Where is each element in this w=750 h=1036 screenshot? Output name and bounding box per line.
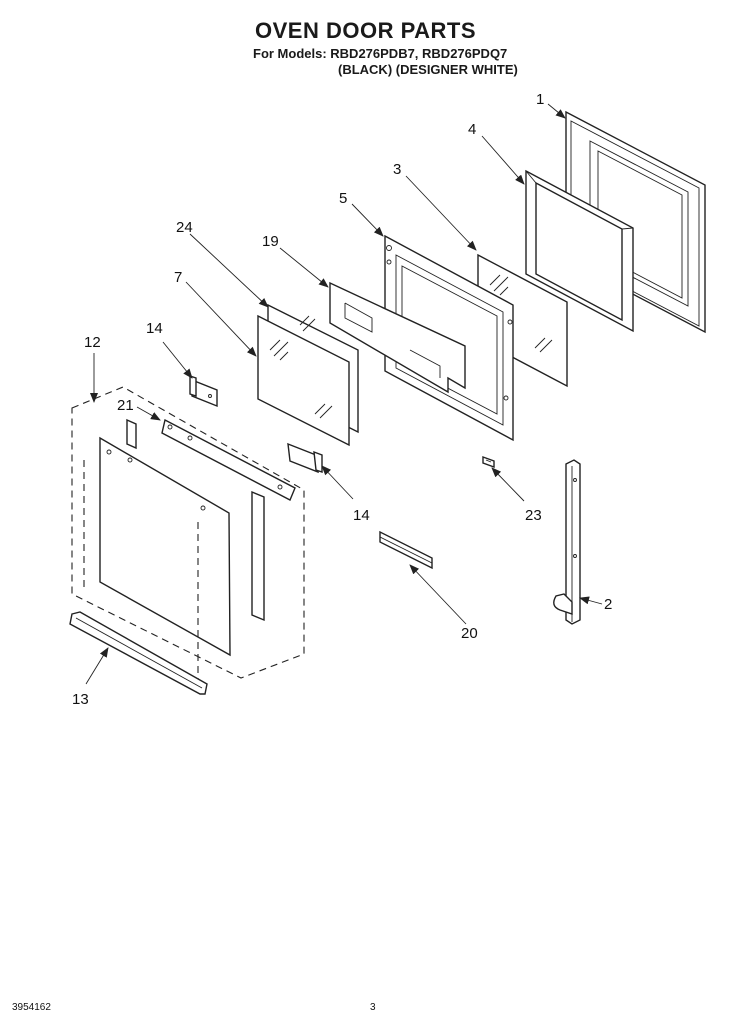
part-14-upper-bracket <box>189 375 218 408</box>
part-12-outer-door-assembly <box>71 386 305 680</box>
callout-4: 4 <box>468 121 476 138</box>
footer-page-number: 3 <box>370 1002 376 1013</box>
callout-5: 5 <box>339 190 347 207</box>
callout-20: 20 <box>461 625 478 642</box>
footer-part-number: 3954162 <box>12 1002 51 1013</box>
part-21-trim-strip <box>161 418 296 501</box>
callout-3: 3 <box>393 161 401 178</box>
part-23-clip <box>482 456 495 468</box>
callout-7: 7 <box>174 269 182 286</box>
callout-1: 1 <box>536 91 544 108</box>
callout-19: 19 <box>262 233 279 250</box>
part-19-shield <box>329 281 466 394</box>
callout-14-upper: 14 <box>146 320 163 337</box>
part-13-handle-trim <box>69 611 208 695</box>
part-2-hinge <box>553 459 581 625</box>
models-line: For Models: RBD276PDB7, RBD276PDQ7 <box>253 46 508 61</box>
callout-14-lower: 14 <box>353 507 370 524</box>
part-20-trim-piece <box>379 530 433 570</box>
callout-2: 2 <box>604 596 612 613</box>
color-variants-line: (BLACK) (DESIGNER WHITE) <box>338 62 518 77</box>
diagram-title: OVEN DOOR PARTS <box>255 18 477 43</box>
callout-21: 21 <box>117 397 134 414</box>
callout-24: 24 <box>176 219 193 236</box>
part-7-glass-panel <box>257 314 350 447</box>
part-4-door-liner-frame <box>525 169 634 333</box>
part-14-lower-bracket <box>287 442 323 474</box>
callout-13: 13 <box>72 691 89 708</box>
callout-23: 23 <box>525 507 542 524</box>
callout-12: 12 <box>84 334 101 351</box>
leader-lines <box>85 103 603 685</box>
